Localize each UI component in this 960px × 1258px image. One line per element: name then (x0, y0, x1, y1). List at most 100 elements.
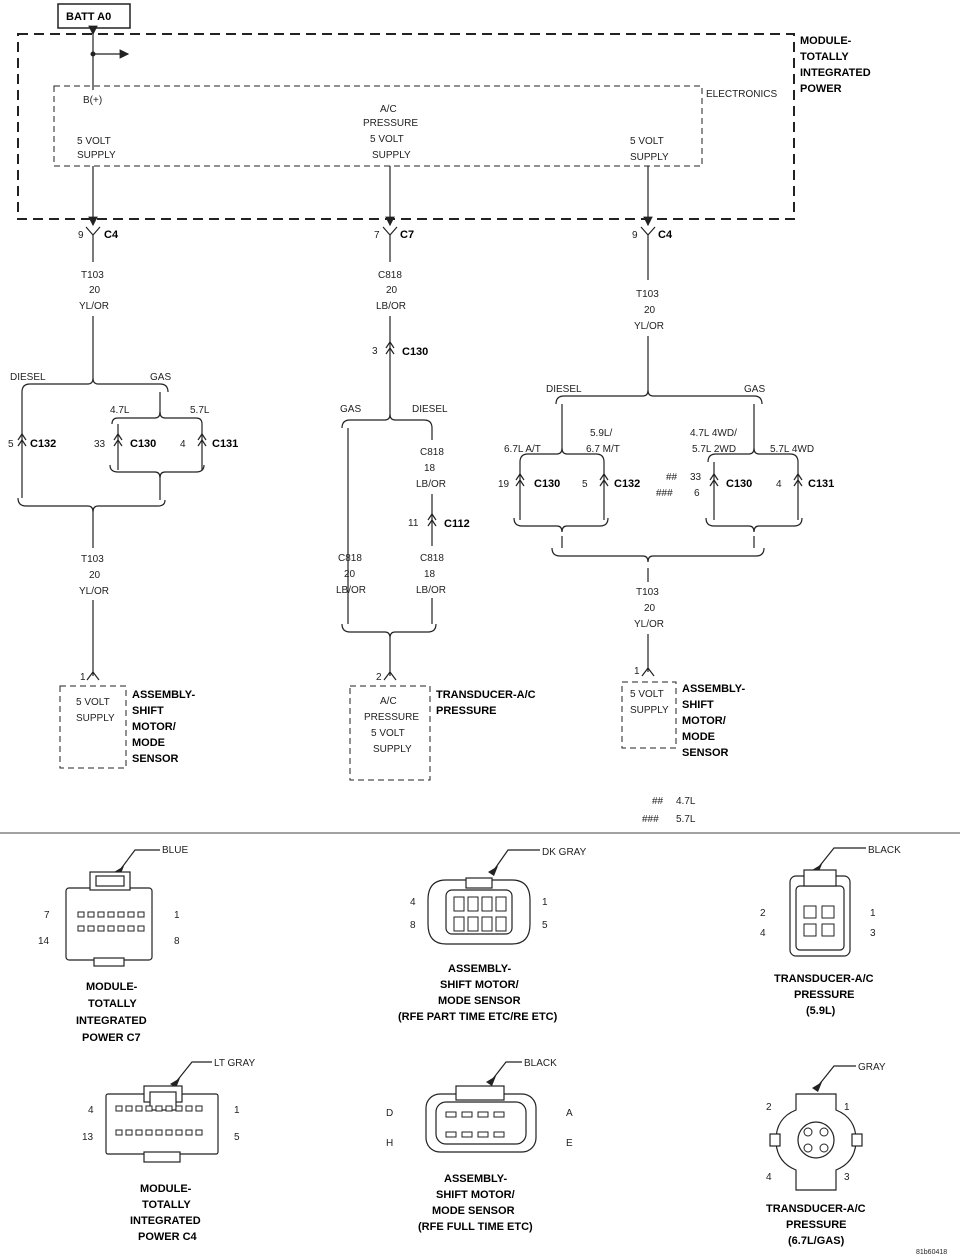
svg-text:5 VOLT: 5 VOLT (370, 134, 404, 145)
svg-text:3: 3 (870, 928, 876, 939)
svg-text:(RFE PART TIME ETC/RE ETC): (RFE PART TIME ETC/RE ETC) (398, 1011, 558, 1023)
figure-id: 81b60418 (916, 1249, 947, 1256)
connector-cavity (195, 1105, 203, 1112)
svg-text:A/C: A/C (380, 696, 397, 707)
svg-text:1: 1 (634, 666, 640, 677)
svg-text:5.7L: 5.7L (676, 814, 696, 825)
svg-text:18: 18 (424, 569, 436, 580)
connector-cavity (445, 1111, 457, 1118)
svg-text:T103: T103 (636, 587, 659, 598)
svg-text:(RFE FULL TIME ETC): (RFE FULL TIME ETC) (418, 1221, 533, 1233)
left-wire2: T103 20 YL/OR (79, 554, 109, 597)
svg-text:5.7L: 5.7L (190, 405, 210, 416)
svg-text:5.9L/: 5.9L/ (590, 428, 612, 439)
mid-wire1: C818 20 LB/OR (376, 270, 406, 312)
mid-wire2: C818 18 LB/OR (416, 447, 446, 490)
svg-text:YL/OR: YL/OR (634, 321, 664, 332)
svg-text:MOTOR/: MOTOR/ (682, 715, 726, 727)
svg-text:T103: T103 (81, 554, 104, 565)
connector-cavity (195, 1129, 203, 1136)
svg-text:MODULE-: MODULE- (140, 1183, 192, 1195)
svg-text:C818: C818 (378, 270, 402, 281)
svg-text:33: 33 (94, 439, 106, 450)
svg-text:4: 4 (760, 928, 766, 939)
svg-text:SENSOR: SENSOR (132, 753, 179, 765)
svg-text:GAS: GAS (340, 404, 361, 415)
svg-text:19: 19 (498, 479, 510, 490)
left-gas: GAS (150, 372, 171, 383)
svg-text:YL/OR: YL/OR (79, 301, 109, 312)
svg-text:D: D (386, 1108, 393, 1119)
svg-text:2: 2 (766, 1102, 772, 1113)
svg-text:4.7L: 4.7L (110, 405, 130, 416)
svg-text:C818: C818 (420, 447, 444, 458)
connector-cavity (803, 1127, 813, 1137)
svg-text:LB/OR: LB/OR (416, 585, 446, 596)
svg-text:20: 20 (644, 603, 656, 614)
right-c132: C132 (614, 478, 640, 490)
svg-text:SUPPLY: SUPPLY (77, 150, 116, 161)
connector-cavity (145, 1129, 153, 1136)
svg-text:SUPPLY: SUPPLY (76, 713, 115, 724)
svg-text:20: 20 (89, 285, 101, 296)
svg-text:4.7L: 4.7L (676, 796, 696, 807)
svg-text:MODE SENSOR: MODE SENSOR (432, 1205, 515, 1217)
connector-cavity (481, 916, 493, 932)
mid-c112: C112 (444, 518, 470, 530)
supply-middle: A/C PRESSURE 5 VOLT SUPPLY (363, 104, 418, 161)
svg-text:ASSEMBLY-: ASSEMBLY- (132, 689, 196, 701)
svg-text:C818: C818 (420, 553, 444, 564)
right-c130b: C130 (726, 478, 752, 490)
svg-text:SHIFT: SHIFT (132, 705, 164, 717)
svg-text:4: 4 (410, 897, 416, 908)
connector-cavity (115, 1129, 123, 1136)
svg-text:1: 1 (844, 1102, 850, 1113)
connector-cavity (821, 923, 835, 937)
svg-text:E: E (566, 1138, 573, 1149)
connector-cavity (97, 911, 105, 918)
connector-cavity (165, 1129, 173, 1136)
right-c131: C131 (808, 478, 834, 490)
svg-text:BLUE: BLUE (162, 845, 188, 856)
connector-c7: BLUE 7 1 14 8 MODULE- TOTALLY INTEGRATED… (38, 845, 188, 1044)
svg-text:5 VOLT: 5 VOLT (630, 689, 664, 700)
svg-text:14: 14 (38, 936, 50, 947)
connector-cavity (135, 1105, 143, 1112)
svg-text:ASSEMBLY-: ASSEMBLY- (444, 1173, 508, 1185)
svg-text:MODULE-: MODULE- (800, 35, 852, 47)
right-wire1: T103 20 YL/OR (634, 289, 664, 332)
electronics-label: ELECTRONICS (706, 89, 777, 100)
right-c130a: C130 (534, 478, 560, 490)
connector-cavity (803, 1143, 813, 1153)
svg-text:13: 13 (82, 1132, 94, 1143)
svg-text:MODE SENSOR: MODE SENSOR (438, 995, 521, 1007)
connector-ac-transducer-59: BLACK 2 1 4 3 TRANSDUCER-A/C PRESSURE (5… (760, 845, 901, 1017)
connector-cavity (145, 1105, 153, 1112)
connector-cavity (107, 925, 115, 932)
svg-text:6.7 M/T: 6.7 M/T (586, 444, 620, 455)
connector-cavity (87, 911, 95, 918)
svg-text:(6.7L/GAS): (6.7L/GAS) (788, 1235, 845, 1247)
svg-text:20: 20 (89, 570, 101, 581)
svg-text:(5.9L): (5.9L) (806, 1005, 836, 1017)
svg-text:YL/OR: YL/OR (79, 586, 109, 597)
connector-cavity (495, 896, 507, 912)
svg-text:1: 1 (870, 908, 876, 919)
svg-text:POWER: POWER (800, 83, 842, 95)
connector-cavity (461, 1131, 473, 1138)
left-c132: C132 (30, 438, 56, 450)
svg-text:SHIFT MOTOR/: SHIFT MOTOR/ (440, 979, 519, 991)
svg-text:20: 20 (344, 569, 356, 580)
svg-text:5: 5 (542, 920, 548, 931)
svg-text:5: 5 (582, 479, 588, 490)
connector-cavity (819, 1143, 829, 1153)
connector-cavity (461, 1111, 473, 1118)
connector-cavity (97, 925, 105, 932)
connector-cavity (185, 1129, 193, 1136)
svg-text:INTEGRATED: INTEGRATED (76, 1015, 147, 1027)
connector-cavity (77, 925, 85, 932)
connector-cavity (493, 1111, 505, 1118)
svg-text:33: 33 (690, 472, 702, 483)
connector-cavity (137, 925, 145, 932)
connector-cavity (125, 1105, 133, 1112)
